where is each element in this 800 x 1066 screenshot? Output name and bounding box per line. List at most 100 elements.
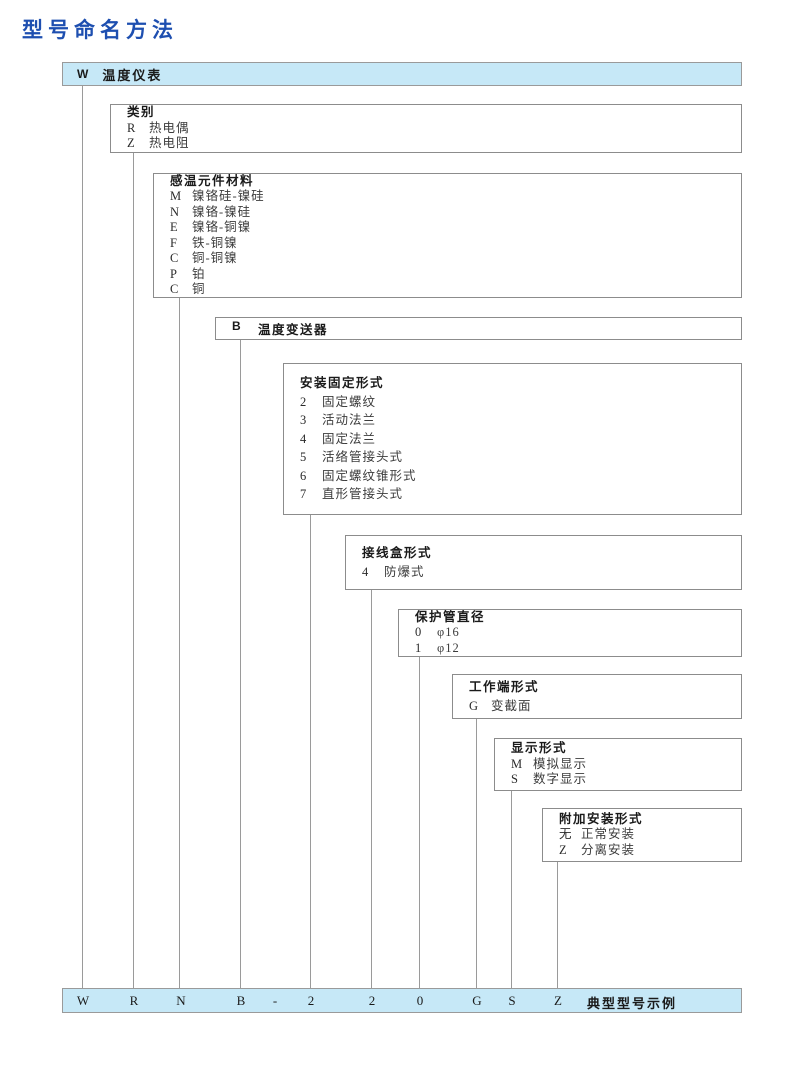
example-code-s: S — [508, 993, 516, 1008]
item-code: P — [170, 266, 177, 281]
item-code: Z — [127, 136, 135, 151]
item-label: 防爆式 — [384, 564, 425, 579]
item-code: 1 — [415, 640, 422, 655]
item-code: 6 — [300, 468, 307, 483]
item-label: 正常安装 — [581, 827, 636, 842]
item-label: 铂 — [192, 266, 206, 281]
item-code: F — [170, 235, 177, 250]
box-item: M 镍铬硅-镍硅 — [170, 189, 741, 205]
box-item: 0 φ16 — [415, 625, 741, 641]
example-code-2b: 2 — [368, 993, 376, 1008]
item-code: B — [232, 319, 243, 333]
box-item: S 数字显示 — [511, 772, 741, 788]
item-code: 2 — [300, 394, 307, 409]
example-code-b: B — [236, 993, 246, 1008]
item-label: 活络管接头式 — [322, 450, 404, 465]
item-label: 固定螺纹 — [322, 394, 377, 409]
item-code: R — [127, 120, 136, 135]
item-label: 固定法兰 — [322, 431, 377, 446]
item-code: M — [170, 189, 182, 203]
item-code: E — [170, 220, 178, 234]
bottom-example-bar: W R N B - 2 2 0 G S Z 典型型号示例 — [62, 988, 742, 1013]
box-item: G 变截面 — [469, 697, 741, 716]
item-label: 热电阻 — [149, 136, 190, 151]
connector-line-tube-diameter — [419, 657, 420, 988]
box-display-type-title: 显示形式 — [511, 741, 568, 756]
item-code: 4 — [300, 431, 307, 446]
connector-line-junction-box — [371, 590, 372, 988]
connector-line-mount — [310, 515, 311, 988]
box-mounting-type: 安装固定形式 2 固定螺纹 3 活动法兰 4 固定法兰 5 活络管接头式 6 固定螺纹锥形… — [283, 363, 742, 515]
example-code-w: W — [76, 993, 90, 1008]
connector-line-n — [179, 298, 180, 988]
box-extra-mounting-type: 附加安装形式 无正常安装 Z 分离安装 — [542, 808, 742, 862]
box-item: 4 固定法兰 — [300, 430, 741, 449]
item-label: 镍铬-镍硅 — [192, 204, 252, 219]
example-code-2a: 2 — [307, 993, 315, 1008]
example-code-dash: - — [272, 993, 278, 1008]
box-item: 7 直形管接头式 — [300, 485, 741, 504]
item-code: S — [511, 772, 518, 787]
top-bar-code: W — [77, 67, 89, 81]
item-label: φ16 — [437, 625, 460, 640]
example-code-z: Z — [554, 993, 562, 1008]
box-protection-tube-diameter-title: 保护管直径 — [415, 609, 486, 624]
item-label: 模拟显示 — [533, 756, 588, 771]
box-working-end-type: 工作端形式 G 变截面 — [452, 674, 742, 719]
example-code-g: G — [472, 993, 482, 1008]
box-item: 3 活动法兰 — [300, 411, 741, 430]
connector-line-w — [82, 86, 83, 988]
item-label: 热电偶 — [149, 120, 190, 135]
item-code: 5 — [300, 450, 307, 465]
box-mounting-type-title: 安装固定形式 — [300, 376, 385, 391]
item-code: 7 — [300, 487, 307, 502]
item-label: 变截面 — [491, 698, 532, 713]
box-transmitter: B 温度变送器 — [215, 317, 742, 340]
connector-line-r — [133, 153, 134, 988]
box-item: R 热电偶 — [127, 121, 741, 137]
item-label: 活动法兰 — [322, 413, 377, 428]
item-code: G — [469, 698, 479, 713]
item-label: 镍铬硅-镍硅 — [192, 189, 265, 203]
item-label: 数字显示 — [533, 772, 588, 787]
item-label: 直形管接头式 — [322, 487, 404, 502]
item-label: 固定螺纹锥形式 — [322, 468, 417, 483]
box-junction-box-type-title: 接线盒形式 — [362, 546, 433, 560]
box-protection-tube-diameter: 保护管直径 0 φ16 1 φ12 — [398, 609, 742, 657]
box-item: 5 活络管接头式 — [300, 448, 741, 467]
top-model-bar: W 温度仪表 — [62, 62, 742, 86]
box-extra-mounting-type-title: 附加安装形式 — [559, 811, 644, 826]
box-item: 1 φ12 — [415, 641, 741, 657]
item-code: Z — [559, 842, 567, 857]
example-bar-label: 典型型号示例 — [587, 996, 678, 1011]
example-code-0: 0 — [416, 993, 424, 1008]
item-code: 3 — [300, 413, 307, 428]
item-label: 温度变送器 — [258, 323, 329, 337]
box-transmitter-title: B 温度变送器 — [232, 319, 328, 338]
example-code-r: R — [129, 993, 139, 1008]
item-code: 无 — [559, 827, 572, 842]
top-bar-label: 温度仪表 — [102, 67, 163, 83]
box-sensor-material-title: 感温元件材料 — [170, 173, 255, 188]
box-item: N 镍铬-镍硅 — [170, 205, 741, 221]
item-code: N — [170, 204, 180, 219]
box-working-end-type-title: 工作端形式 — [469, 680, 540, 694]
connector-line-b — [240, 340, 241, 988]
box-item: 无正常安装 — [559, 827, 741, 843]
item-label: φ12 — [437, 640, 460, 655]
box-item: Z 分离安装 — [559, 843, 741, 859]
item-code: C — [170, 251, 179, 265]
item-label: 分离安装 — [581, 842, 636, 857]
item-code: 0 — [415, 625, 422, 640]
